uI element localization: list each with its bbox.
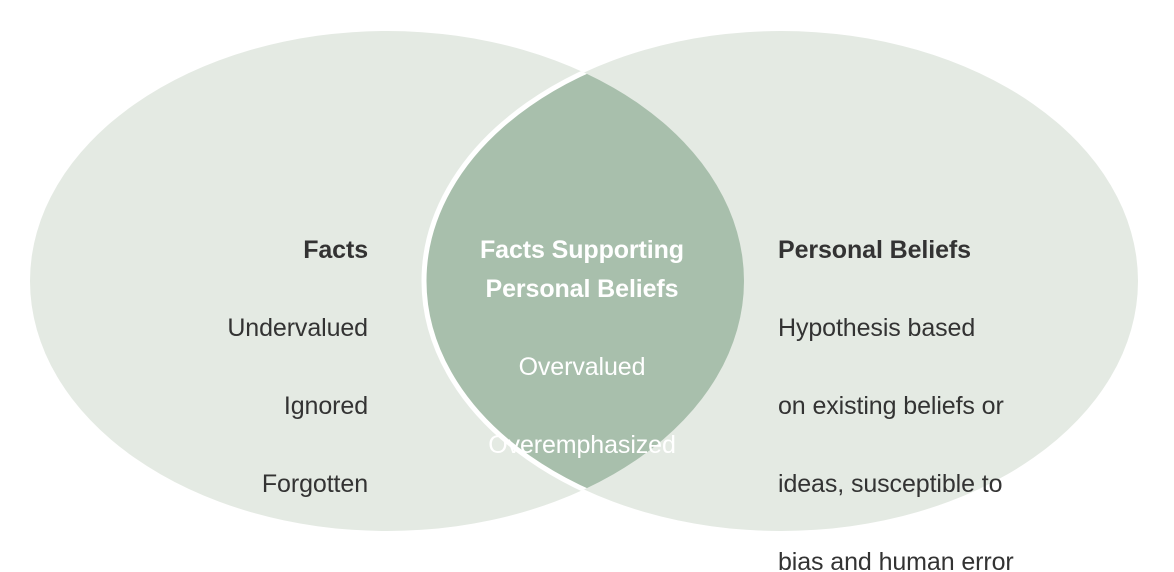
- intersection-heading: Facts Supporting Personal Beliefs: [480, 236, 684, 303]
- right-set-line: Hypothesis based: [778, 314, 976, 342]
- intersection-line: Overvalued: [518, 353, 646, 381]
- right-set-label: Personal Beliefs Hypothesis based on exi…: [778, 192, 1078, 572]
- intersection-lens-edge: [422, 31, 744, 531]
- left-set-label: Facts Undervalued Ignored Forgotten: [140, 192, 368, 543]
- intersection-label: Facts Supporting Personal Beliefs Overva…: [432, 192, 732, 572]
- right-set-line: bias and human error: [778, 548, 1014, 572]
- left-set-heading: Facts: [303, 236, 368, 264]
- left-set-line: Forgotten: [261, 470, 368, 498]
- left-set-line: Undervalued: [227, 314, 368, 342]
- right-set-heading: Personal Beliefs: [778, 236, 971, 264]
- left-set-line: Ignored: [283, 392, 368, 420]
- intersection-line: Ingrained in: [517, 509, 647, 537]
- intersection-line: Overemphasized: [488, 431, 676, 459]
- right-set-line: ideas, susceptible to: [778, 470, 1003, 498]
- right-set-line: on existing beliefs or: [778, 392, 1004, 420]
